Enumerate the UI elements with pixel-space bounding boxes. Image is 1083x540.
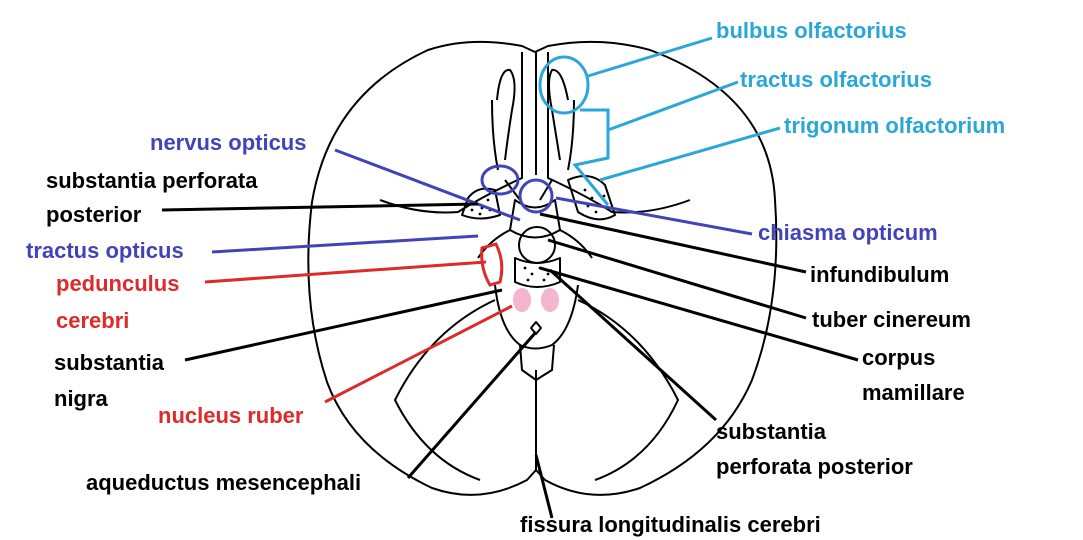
optic-tract-right [559, 229, 593, 259]
label-bulbus-olfactorius: bulbus olfactorius [716, 18, 907, 43]
frontal-lobe-left [379, 52, 523, 214]
label-substantia-nigra-1: substantia [54, 350, 165, 375]
chiasma-marker [518, 178, 554, 214]
nucleus-ruber-left [513, 288, 531, 312]
brainstem-outline [519, 344, 555, 381]
pointer-trigonum-bracket [572, 130, 610, 206]
label-substantia-nigra-2: nigra [54, 386, 108, 411]
label-pedunculus-cerebri-1: pedunculus [56, 271, 180, 296]
mamillary-region [514, 257, 561, 288]
label-infundibulum: infundibulum [810, 262, 950, 287]
pointer-tuber [547, 238, 807, 320]
pointer-corpus-mamillare [539, 266, 859, 362]
pointer-tractus-olfactorius [580, 80, 739, 133]
label-subst-perf-left-1: substantia perforata [46, 168, 258, 193]
label-pedunculus-cerebri-2: cerebri [56, 308, 130, 333]
olfactory-bulb-right [548, 68, 569, 161]
label-nervus-opticus: nervus opticus [150, 130, 307, 155]
pointer-chiasma [555, 196, 753, 236]
bulbus-marker [538, 55, 590, 115]
pointer-nervus-opticus [334, 148, 521, 222]
cerebellum-left [394, 299, 496, 481]
midbrain-outline [494, 284, 579, 350]
label-fissura-longitudinalis: fissura longitudinalis cerebri [520, 512, 821, 537]
pointer-pedunculus [204, 260, 487, 284]
pointer-subst-perf-right [548, 268, 718, 422]
nucleus-ruber-right [541, 288, 559, 312]
label-subst-perf-left-2: posterior [46, 202, 142, 227]
label-chiasma-opticum: chiasma opticum [758, 220, 938, 245]
nervus-opticus-marker [480, 164, 520, 196]
pointer-nucleus-ruber [324, 304, 513, 404]
trigonum-right [567, 175, 616, 221]
label-trigonum-olfactorium: trigonum olfactorium [784, 113, 1006, 138]
olfactory-tract-right [567, 99, 575, 171]
brain-outline [307, 40, 778, 496]
label-aqueductus-mesencephali: aqueductus mesencephali [86, 470, 362, 495]
optic-nerve-right [539, 179, 553, 201]
pointer-bulbus [587, 36, 713, 78]
optic-tract-left [477, 229, 511, 259]
label-tractus-olfactorius: tractus olfactorius [740, 67, 932, 92]
label-corpus-mamillare-1: corpus [862, 345, 936, 370]
tuber-outline [518, 226, 556, 264]
pointer-infundibulum [539, 212, 807, 274]
pointer-tractus-opticus [211, 234, 479, 254]
pointer-substantia-nigra [184, 288, 503, 362]
label-tuber-cinereum: tuber cinereum [812, 307, 971, 332]
label-subst-perf-right-2: perforata posterior [716, 454, 913, 479]
frontal-lobe-right [547, 52, 691, 214]
pointer-aqueductus [406, 331, 538, 479]
olfactory-tract-left [491, 99, 499, 171]
olfactory-bulb-left [496, 68, 516, 161]
pointer-fissura [534, 454, 554, 519]
pointer-trigonum [599, 126, 781, 182]
label-subst-perf-right-1: substantia [716, 419, 827, 444]
trigonum-left [461, 187, 501, 220]
cerebellum-right [577, 299, 679, 481]
label-nucleus-ruber: nucleus ruber [158, 403, 304, 428]
pointer-subst-perf-left [161, 202, 479, 212]
label-corpus-mamillare-2: mamillare [862, 380, 965, 405]
label-tractus-opticus: tractus opticus [26, 238, 184, 263]
